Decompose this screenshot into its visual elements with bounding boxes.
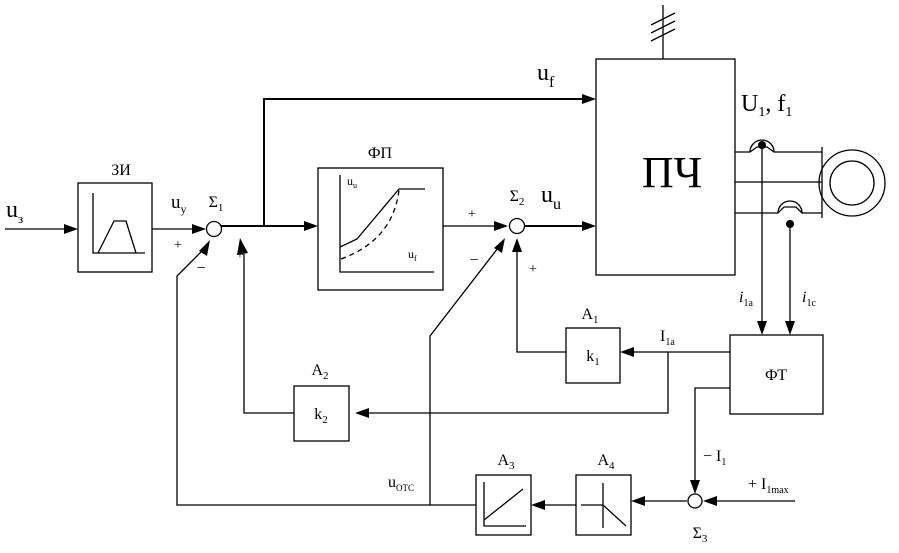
wire-uotc-to-s2 [429, 247, 499, 505]
a1-block [565, 327, 621, 384]
arrowhead [199, 240, 210, 256]
motor-outer [818, 149, 886, 217]
ft-block [729, 334, 824, 415]
arrowhead [785, 321, 795, 335]
arrowhead [304, 221, 318, 231]
signal-uu: uu [541, 182, 561, 213]
wire-i1a-to-a2 [369, 352, 669, 414]
signal-i1c: i1c [802, 289, 816, 309]
hatch-mark [650, 28, 676, 42]
signal-u3: uз [6, 197, 23, 226]
fp-curve-solid [339, 188, 425, 248]
wire-a1-to-s2 [516, 250, 566, 353]
fp-block [317, 167, 444, 291]
a1-gain: k1 [586, 348, 600, 368]
phase-wire-a [735, 146, 822, 153]
motor-inner [829, 160, 875, 206]
arrowhead [690, 480, 700, 494]
signal-uf: uf [537, 60, 555, 91]
arrowhead [582, 94, 596, 104]
fp-axes [339, 175, 434, 273]
arrowhead [494, 238, 505, 253]
arrowhead [631, 496, 645, 506]
a3-characteristic-axes [483, 482, 526, 527]
arrowhead [64, 224, 78, 234]
signal-uotc: uOTC [388, 474, 414, 493]
a2-gain: k2 [314, 406, 328, 426]
summer-s2-label: Σ2 [510, 188, 525, 208]
a4-name: A4 [597, 452, 615, 472]
signal-uy: uy [171, 192, 187, 216]
hatch-mark [650, 20, 676, 34]
zi-block [77, 182, 153, 273]
arrowhead [512, 238, 522, 252]
fp-label: ФП [368, 145, 393, 162]
signal-U1f1: U1, f1 [741, 91, 792, 120]
ct-loop-a [749, 139, 775, 153]
signal-plus-I1max: + I1max [748, 476, 789, 496]
arrowhead [703, 496, 717, 506]
arrowhead [531, 500, 545, 510]
arrowhead [237, 238, 248, 255]
sign-s2-fb-minus: − [469, 252, 478, 269]
pch-block [595, 58, 736, 276]
ct-loop-c [777, 200, 803, 214]
sign-s1-fb-minus: − [196, 260, 205, 277]
signal-minus-I1: − I1 [703, 448, 726, 468]
summer-s2 [508, 217, 526, 235]
arrowhead [192, 224, 206, 234]
a2-block [293, 385, 350, 442]
summer-s3 [687, 493, 703, 509]
arrowhead [582, 221, 596, 231]
fp-y-axis-label: uu [347, 174, 357, 190]
zi-label: ЗИ [111, 162, 131, 179]
hatch-mark [650, 12, 676, 26]
zi-ramp-graph [92, 193, 145, 254]
arrowhead [620, 347, 634, 357]
pch-label: ПЧ [642, 148, 702, 197]
phase-wire-c [735, 206, 822, 214]
a4-characteristic-slope [602, 504, 627, 527]
sign-s2-fb-plus: + [529, 262, 537, 277]
a1-name: A1 [581, 306, 598, 326]
wire-uf-branch [263, 98, 584, 226]
summer-s3-label: Σ3 [693, 525, 708, 545]
sign-s1-input: + [174, 238, 182, 253]
arrowhead [494, 221, 508, 231]
arrowhead [757, 321, 767, 335]
a3-name: A3 [497, 452, 515, 472]
arrowhead [355, 408, 369, 418]
wire-ft-to-s3 [694, 387, 730, 483]
sign-s1-fb-plus: + [236, 248, 244, 263]
a2-name: A2 [311, 362, 328, 382]
summer-s1 [205, 220, 223, 238]
signal-i1a: i1a [739, 289, 753, 309]
signal-I1a: I1a [660, 328, 675, 348]
wire-uotc-to-s1 [176, 247, 476, 506]
zi-ramp-shape [97, 220, 137, 254]
fp-curve-dashed [340, 189, 400, 260]
fp-x-axis-label: uf [408, 247, 417, 263]
summer-s1-label: Σ1 [209, 194, 224, 214]
wire-a2-to-s1 [243, 254, 294, 414]
a3-characteristic-line [483, 488, 524, 521]
sign-s2-input: + [468, 207, 476, 222]
ft-label: ФТ [765, 367, 787, 384]
